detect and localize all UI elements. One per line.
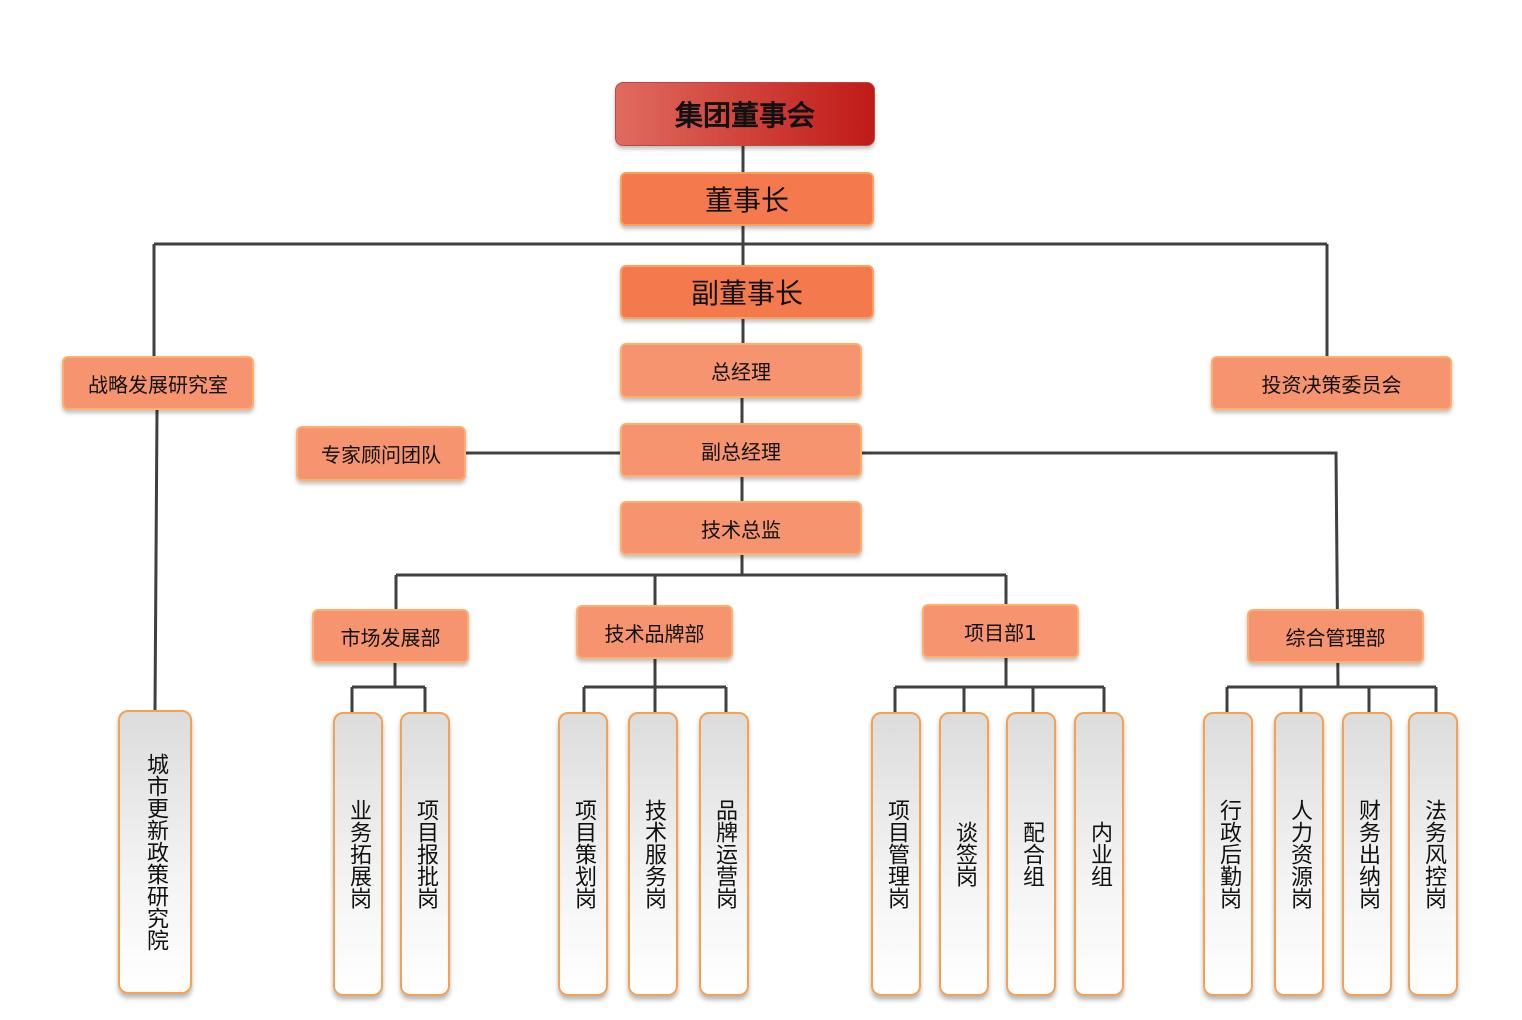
post-box: 内业组	[1074, 712, 1124, 996]
technical-director-box: 技术总监	[620, 501, 862, 555]
post-box: 品牌运营岗	[699, 712, 749, 996]
market-development-dept-box: 市场发展部	[312, 609, 469, 663]
post-box: 项目管理岗	[871, 712, 921, 996]
strategy-office-box: 战略发展研究室	[62, 356, 254, 410]
post-box: 法务风控岗	[1408, 712, 1458, 996]
post-box: 技术服务岗	[628, 712, 678, 996]
project-dept-box: 项目部1	[922, 604, 1079, 658]
post-box: 谈签岗	[939, 712, 989, 996]
urban-renewal-institute-box: 城市更新政策研究院	[118, 710, 192, 994]
investment-committee-box: 投资决策委员会	[1211, 356, 1452, 410]
board-of-directors-box: 集团董事会	[615, 82, 875, 146]
post-box: 项目策划岗	[558, 712, 608, 996]
post-box: 项目报批岗	[400, 712, 450, 996]
deputy-general-manager-box: 副总经理	[620, 423, 862, 477]
chairman-box: 董事长	[620, 172, 874, 226]
post-box: 行政后勤岗	[1203, 712, 1253, 996]
vice-chairman-box: 副董事长	[620, 265, 874, 319]
post-box: 人力资源岗	[1274, 712, 1324, 996]
general-admin-dept-box: 综合管理部	[1247, 609, 1424, 663]
post-box: 财务出纳岗	[1342, 712, 1392, 996]
post-box: 配合组	[1006, 712, 1056, 996]
tech-brand-dept-box: 技术品牌部	[576, 605, 733, 659]
post-box: 业务拓展岗	[333, 712, 383, 996]
general-manager-box: 总经理	[620, 343, 862, 398]
expert-advisory-team-box: 专家顾问团队	[296, 426, 466, 481]
